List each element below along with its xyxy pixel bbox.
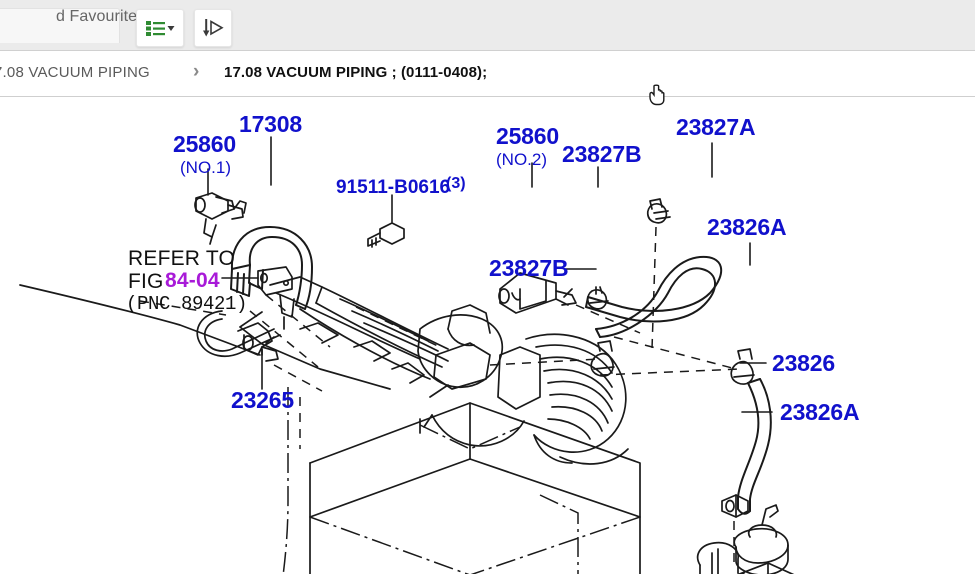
callout-25860-no2[interactable]: 25860 xyxy=(496,123,559,149)
callout-23827B-top[interactable]: 23827B xyxy=(562,141,642,167)
favourites-tab-label: d Favourites xyxy=(56,8,146,25)
flow-button[interactable] xyxy=(194,9,232,47)
breadcrumb-current: 17.08 VACUUM PIPING ; (0111-0408); xyxy=(224,64,488,81)
callout-23265[interactable]: 23265 xyxy=(231,387,294,413)
callout-23827A[interactable]: 23827A xyxy=(676,114,756,140)
assembly-dashed-lines xyxy=(139,226,741,563)
callout-17308[interactable]: 17308 xyxy=(239,111,302,137)
callout-91511-B0616[interactable]: 91511-B0616 xyxy=(336,177,451,198)
callout-91511-quantity: (3) xyxy=(446,175,466,192)
part-23826A-clip-top xyxy=(730,348,755,385)
callout-23827B-mid[interactable]: 23827B xyxy=(489,255,569,281)
refer-to-line2-prefix: FIG xyxy=(128,270,164,293)
parts-diagram-canvas[interactable]: 25860 (NO.1) 17308 91511-B0616 (3) 25860… xyxy=(0,97,975,574)
air-intake-bellows xyxy=(525,333,627,453)
callout-23826[interactable]: 23826 xyxy=(772,350,835,376)
flow-arrow-icon xyxy=(202,18,224,38)
callout-25860-no2-sub: (NO.2) xyxy=(496,150,547,169)
part-canister xyxy=(696,504,795,574)
part-23827A-hose xyxy=(585,255,723,338)
callout-23826A-top[interactable]: 23826A xyxy=(707,214,787,240)
part-23827B-clip-mid xyxy=(590,340,615,377)
breadcrumb-parent[interactable]: 7.08 VACUUM PIPING xyxy=(0,64,150,81)
vacuum-piping-line-drawing xyxy=(19,136,795,574)
part-23826A-grommet xyxy=(721,494,749,518)
phantom-outlines xyxy=(282,387,641,574)
part-25860-no1 xyxy=(194,192,247,245)
part-91511-B0616-bolt xyxy=(367,222,405,248)
breadcrumb: 7.08 VACUUM PIPING › 17.08 VACUUM PIPING… xyxy=(0,51,975,97)
refer-to-line1: REFER TO xyxy=(128,247,236,270)
part-fig-84-04-bracket xyxy=(257,266,295,330)
refer-to-fig-number[interactable]: 84-04 xyxy=(165,269,220,292)
callout-23826A-bottom[interactable]: 23826A xyxy=(780,399,860,425)
favourites-tab[interactable] xyxy=(0,8,120,43)
callout-25860-no1-sub: (NO.1) xyxy=(180,158,231,177)
part-17308-hose xyxy=(230,226,313,310)
list-view-button[interactable] xyxy=(136,9,184,47)
part-23265-valve xyxy=(196,310,281,362)
toolbar: d Favourites xyxy=(0,0,975,51)
part-23826-hose xyxy=(737,378,772,515)
intake-manifold-body xyxy=(19,276,629,465)
list-dropdown-icon xyxy=(145,19,175,37)
part-25860-no2-vsv xyxy=(498,272,577,314)
refer-to-pnc: (PNC 89421) xyxy=(126,293,248,315)
callout-25860-no1[interactable]: 25860 xyxy=(173,131,236,157)
engine-cover xyxy=(309,402,641,574)
part-23827A-clip xyxy=(646,198,671,224)
chevron-right-icon: › xyxy=(193,61,200,82)
